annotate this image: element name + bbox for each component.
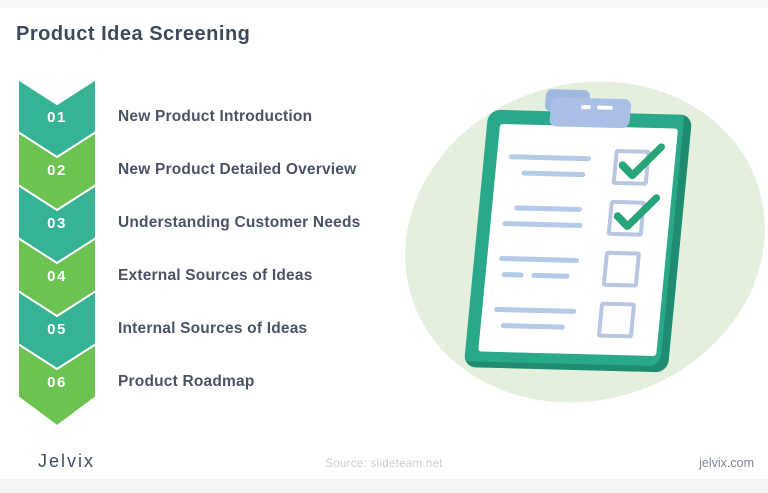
clipboard-illustration: [463, 89, 693, 373]
step-number: 02: [47, 162, 67, 179]
text-line: [531, 272, 570, 279]
checkbox: [601, 250, 642, 288]
step-label: Understanding Customer Needs: [118, 214, 361, 231]
text-line: [502, 221, 583, 229]
text-line: [521, 170, 586, 178]
step-number: 01: [47, 109, 67, 126]
step-label: New Product Detailed Overview: [118, 161, 357, 178]
checkmark-icon: [613, 194, 661, 231]
text-line: [508, 154, 592, 162]
text-line: [494, 306, 577, 314]
page-title: Product Idea Screening: [16, 23, 251, 45]
step-item-4: 04 External Sources of Ideas: [17, 237, 457, 321]
checkbox: [596, 301, 637, 339]
website-url: jelvix.com: [699, 456, 754, 470]
bottom-edge-band: [0, 479, 768, 493]
step-item-6: 06 Product Roadmap: [17, 343, 457, 427]
clip-highlight: [580, 105, 592, 110]
chevron-down-shape: [17, 343, 97, 427]
step-number: 06: [47, 374, 67, 391]
step-label: External Sources of Ideas: [118, 267, 313, 284]
step-label: Product Roadmap: [118, 373, 255, 390]
step-number: 05: [47, 321, 67, 338]
checkbox: [606, 194, 661, 237]
step-label: Internal Sources of Ideas: [118, 320, 308, 337]
step-label: New Product Introduction: [118, 108, 313, 125]
step-item-5: 05 Internal Sources of Ideas: [17, 290, 457, 374]
text-line: [500, 323, 565, 330]
source-attribution: Source: slideteam.net: [325, 458, 443, 470]
checkmark-icon: [618, 143, 665, 180]
clip-highlight: [596, 105, 614, 110]
text-line: [513, 205, 583, 213]
checklist-row: [506, 143, 665, 190]
top-edge-band: [0, 0, 768, 8]
text-line: [501, 272, 524, 278]
checkbox: [611, 143, 665, 186]
text-line: [498, 255, 580, 264]
checklist-row: [501, 194, 661, 241]
checklist-row: [496, 248, 642, 292]
step-number: 03: [47, 215, 67, 232]
step-number: 04: [47, 268, 67, 285]
clipboard-clip: [548, 97, 632, 129]
jelvix-logo: Jelvix: [38, 451, 96, 471]
checklist-row: [491, 299, 637, 343]
clipboard-paper: [478, 123, 679, 357]
